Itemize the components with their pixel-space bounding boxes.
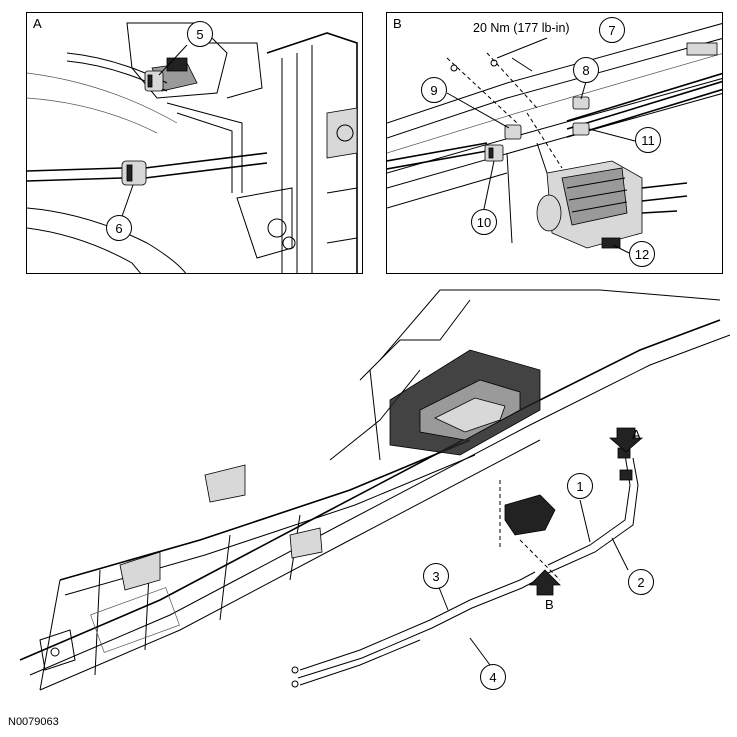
callout-7: 7 <box>599 17 625 43</box>
callout-11: 11 <box>635 127 661 153</box>
view-arrow-b-label: B <box>545 597 554 612</box>
panel-b-illustration <box>387 23 722 254</box>
figure-id: N0079063 <box>8 716 59 728</box>
callout-9: 9 <box>421 77 447 103</box>
panel-a-letter: A <box>33 16 42 31</box>
callout-10: 10 <box>471 209 497 235</box>
callout-8: 8 <box>573 57 599 83</box>
callout-1: 1 <box>567 473 593 499</box>
callout-5: 5 <box>187 21 213 47</box>
torque-spec-label: 20 Nm (177 lb-in) <box>473 21 570 35</box>
callout-4: 4 <box>480 664 506 690</box>
detail-panel-b: B 20 Nm (177 lb-in) 7 8 9 10 11 12 <box>386 12 723 274</box>
panel-a-illustration <box>27 22 358 273</box>
panel-b-letter: B <box>393 16 402 31</box>
callout-3: 3 <box>423 563 449 589</box>
callout-6: 6 <box>106 215 132 241</box>
callout-12: 12 <box>629 241 655 267</box>
callout-2: 2 <box>628 569 654 595</box>
detail-panel-a: A 5 6 <box>26 12 363 274</box>
frame-overview-illustration <box>19 289 731 691</box>
view-arrow-a-label: A <box>632 427 641 442</box>
